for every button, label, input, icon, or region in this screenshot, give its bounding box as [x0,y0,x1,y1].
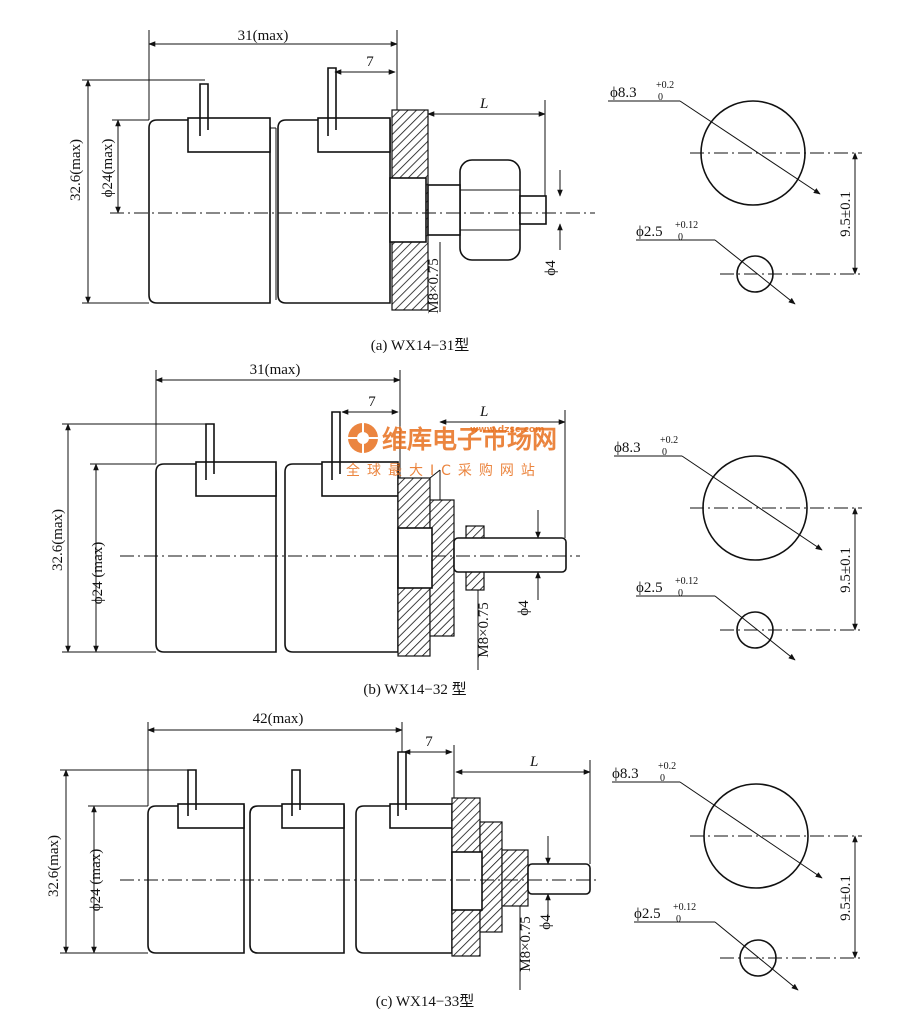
module-body [277,119,391,304]
watermark-url: www.dzsc.com [470,425,544,435]
dim-shaft-length: L [479,404,488,420]
shaft [427,184,461,236]
watermark: 维库电子市场网 www.dzsc.com 全球最大IC采购网站 [346,423,557,479]
dim-shaft-length: L [479,96,488,112]
mounting-hole-c: 9.5±0.1 ϕ8.3 +0.2 0 ϕ2.5 +0.12 0 [612,761,862,991]
dim-small-hole: ϕ2.5 [636,580,663,596]
terminal-pin [327,67,337,136]
dim-shaft-length: L [529,754,538,770]
small-tol-lower: 0 [676,914,681,925]
watermark-subtitle: 全球最大IC采购网站 [346,462,542,479]
dim-thread: M8×0.75 [426,258,442,314]
terminal-block [195,461,277,497]
dim-small-hole: ϕ2.5 [634,906,661,922]
terminal-pin [187,769,197,816]
dim-spacing: 9.5±0.1 [838,191,854,237]
shaft [453,537,567,573]
terminal-block [187,117,271,153]
figure-a: 31(max) 7 L 32.6(max) ϕ24(max) M8×0.75 ϕ… [68,28,595,354]
large-tol-lower: 0 [660,773,665,784]
hex-nut [459,159,521,261]
large-tol-upper: +0.2 [660,435,678,446]
small-tol-upper: +0.12 [673,902,696,913]
terminal-block [321,461,399,497]
terminal-pin [331,411,341,480]
dim-small-hole: ϕ2.5 [636,224,663,240]
dim-step: 7 [368,394,376,410]
dim-large-hole: ϕ8.3 [612,766,639,782]
large-tol-lower: 0 [658,92,663,103]
terminal-pin [291,769,301,816]
dim-height: 32.6(max) [46,835,62,897]
dim-diameter: ϕ24(max) [100,139,116,198]
large-tol-lower: 0 [662,447,667,458]
dim-shaft-diameter: ϕ4 [516,600,532,616]
dim-shaft-diameter: ϕ4 [538,914,554,930]
dim-height: 32.6(max) [68,139,84,201]
dim-step: 7 [366,54,374,70]
large-tol-upper: +0.2 [658,761,676,772]
terminal-block [177,803,245,829]
small-tol-lower: 0 [678,588,683,599]
dim-spacing: 9.5±0.1 [838,547,854,593]
figure-caption: (b) WX14−32 型 [363,681,466,698]
figure-caption: (c) WX14−33型 [376,993,475,1010]
small-tol-upper: +0.12 [675,220,698,231]
dim-shaft-diameter: ϕ4 [543,260,559,276]
dim-overall-length: 42(max) [253,711,304,727]
watermark-logo-icon [348,423,378,453]
dim-diameter: ϕ24 (max) [88,849,104,911]
dim-spacing: 9.5±0.1 [838,875,854,921]
dim-large-hole: ϕ8.3 [610,85,637,101]
shaft [527,863,591,895]
dim-thread: M8×0.75 [476,602,492,658]
module-body [249,805,345,954]
hex-nut [479,821,503,933]
dim-overall-length: 31(max) [250,362,301,378]
small-tol-upper: +0.12 [675,576,698,587]
large-tol-upper: +0.2 [656,80,674,91]
figure-caption: (a) WX14−31型 [371,337,470,354]
dim-thread: M8×0.75 [518,916,534,972]
terminal-pin [199,83,209,136]
terminal-block [389,803,453,829]
mounting-hole-b: 9.5±0.1 ϕ8.3 +0.2 0 ϕ2.5 +0.12 0 [614,435,862,661]
watermark-title: 维库电子市场网 [382,425,557,454]
dim-large-hole: ϕ8.3 [614,440,641,456]
small-tol-lower: 0 [678,232,683,243]
dim-diameter: ϕ24 (max) [90,542,106,604]
mounting-hole-a: 9.5±0.1 ϕ8.3 +0.2 0 ϕ2.5 +0.12 0 [608,80,862,305]
figure-c: 42(max) 7 L 32.6(max) ϕ24 (max) M8×0.75 … [46,711,600,1010]
figure-b: 31(max) 7 L 32.6(max) ϕ24 (max) M8×0.75 … [50,362,580,698]
dim-overall-length: 31(max) [238,28,289,44]
module-body [147,805,245,954]
terminal-block [317,117,391,153]
dim-step: 7 [425,734,433,750]
dim-height: 32.6(max) [50,509,66,571]
hex-nut [429,499,455,637]
